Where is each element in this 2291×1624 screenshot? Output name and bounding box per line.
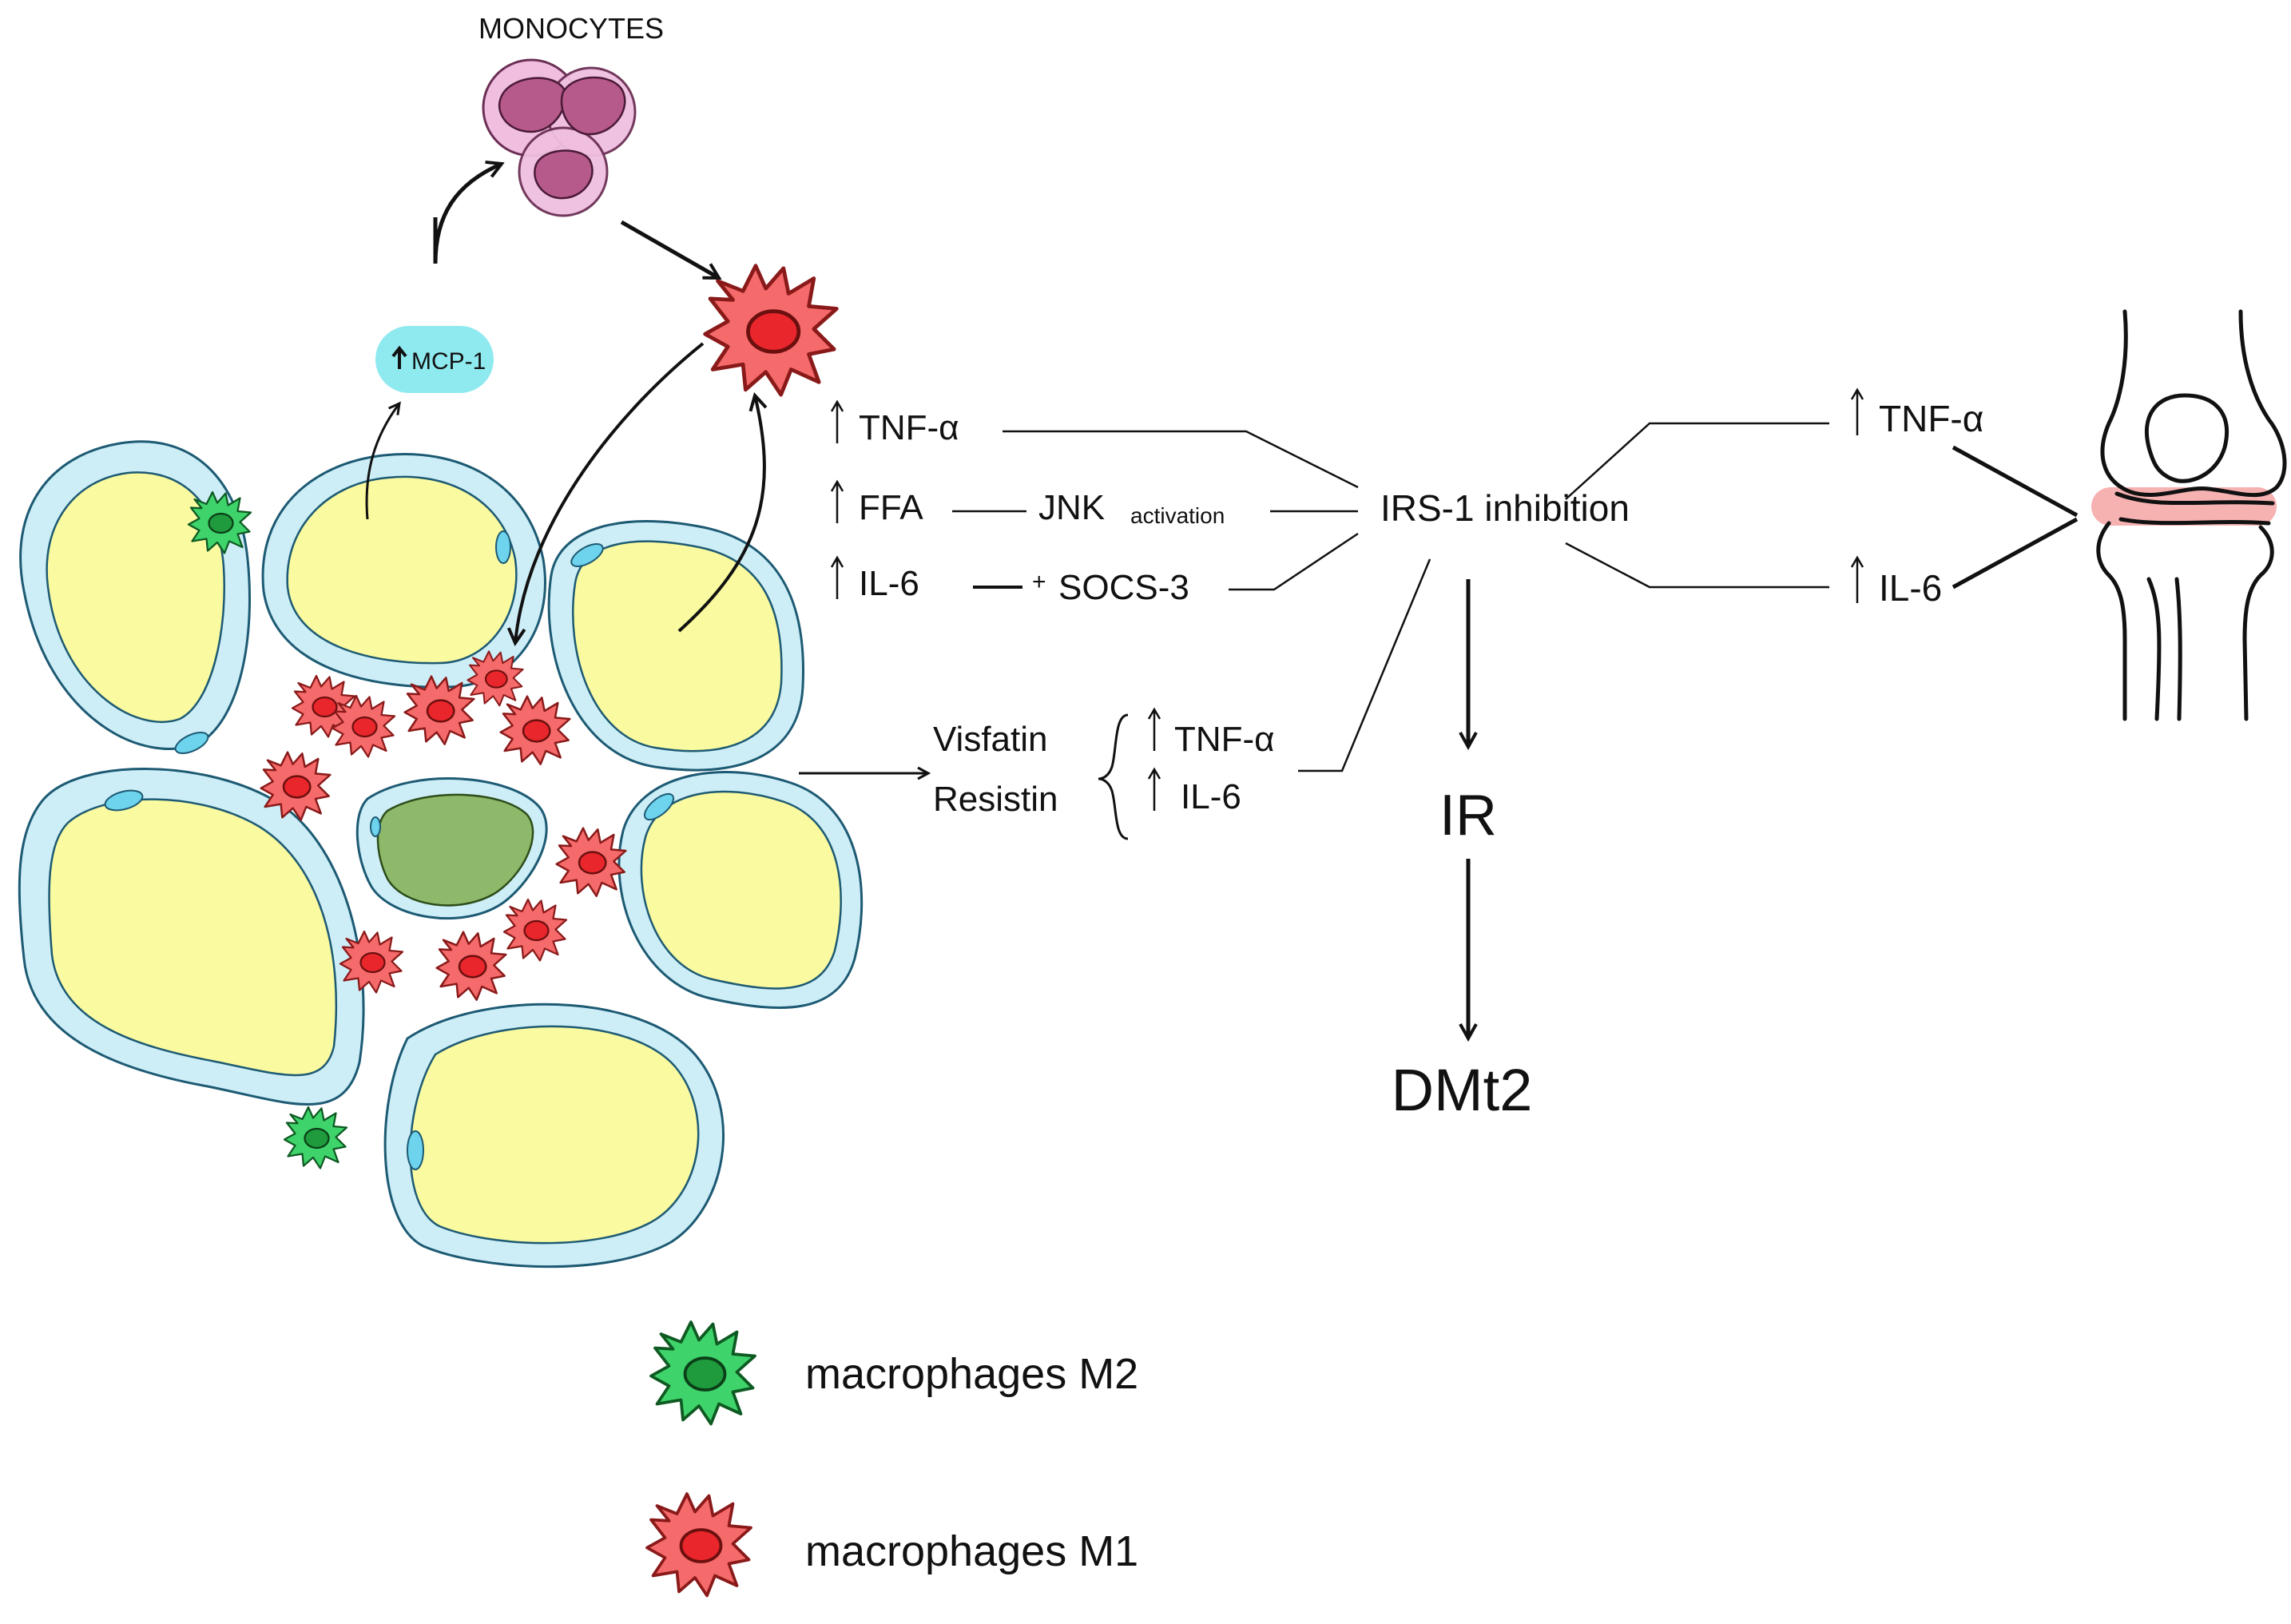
jnk-label: JNK	[1038, 488, 1105, 527]
tissue-arrows	[365, 164, 928, 773]
mcp1-badge: MCP-1	[375, 326, 494, 393]
m1-macrophage	[555, 827, 627, 897]
jnk-activation-label: activation	[1130, 503, 1225, 528]
adipokines: Visfatin Resistin TNF-α IL-6	[933, 558, 1431, 840]
legend-m1-label: macrophages M1	[805, 1527, 1138, 1575]
pathway-right: TNF-α IL-6	[1565, 387, 2079, 609]
m1-macrophage	[502, 898, 568, 962]
m1-macrophage	[499, 695, 571, 765]
il6-left-label: IL-6	[859, 564, 919, 603]
activated-m1-macrophage	[705, 266, 837, 395]
tnf-alpha-mid-label: TNF-α	[1174, 720, 1275, 759]
pathway-left: TNF-α FFA JNK activation IL-6 + SOCS-3	[830, 399, 1359, 607]
tnf-alpha-right-label: TNF-α	[1879, 398, 1983, 439]
legend: macrophages M2 macrophages M1	[645, 1320, 1138, 1598]
m1-macrophage	[435, 931, 507, 1001]
outcome-chain: IR DMt2	[1392, 579, 1533, 1123]
ir-label: IR	[1439, 784, 1497, 848]
ffa-label: FFA	[859, 488, 923, 527]
monocytes	[482, 58, 637, 217]
legend-m1-icon	[645, 1492, 752, 1598]
tnf-alpha-left-label: TNF-α	[859, 408, 959, 447]
visfatin-label: Visfatin	[933, 720, 1048, 759]
stromal-cell	[355, 777, 548, 920]
mcp1-label: MCP-1	[411, 348, 486, 375]
monocytes-label: MONOCYTES	[478, 12, 664, 45]
legend-m2-label: macrophages M2	[805, 1350, 1138, 1398]
adipocyte	[19, 440, 251, 754]
irs1-inhibition-label: IRS-1 inhibition	[1380, 487, 1630, 529]
socs3-label: SOCS-3	[1058, 568, 1189, 607]
m2-macrophage	[283, 1106, 348, 1169]
resistin-label: Resistin	[933, 780, 1058, 819]
dmt2-label: DMt2	[1392, 1057, 1533, 1123]
knee-joint-illustration	[2091, 309, 2287, 721]
adipocyte	[261, 453, 546, 689]
adipocyte	[383, 1003, 725, 1269]
adipose-tissue	[18, 440, 864, 1269]
plus-sign: +	[1032, 569, 1046, 595]
adipocyte	[18, 768, 365, 1106]
adipocyte	[547, 520, 805, 772]
il6-right-label: IL-6	[1879, 567, 1942, 609]
il6-mid-label: IL-6	[1181, 777, 1241, 816]
m1-macrophage	[331, 694, 396, 758]
legend-m2-icon	[649, 1320, 756, 1426]
adipocyte	[617, 771, 864, 1009]
